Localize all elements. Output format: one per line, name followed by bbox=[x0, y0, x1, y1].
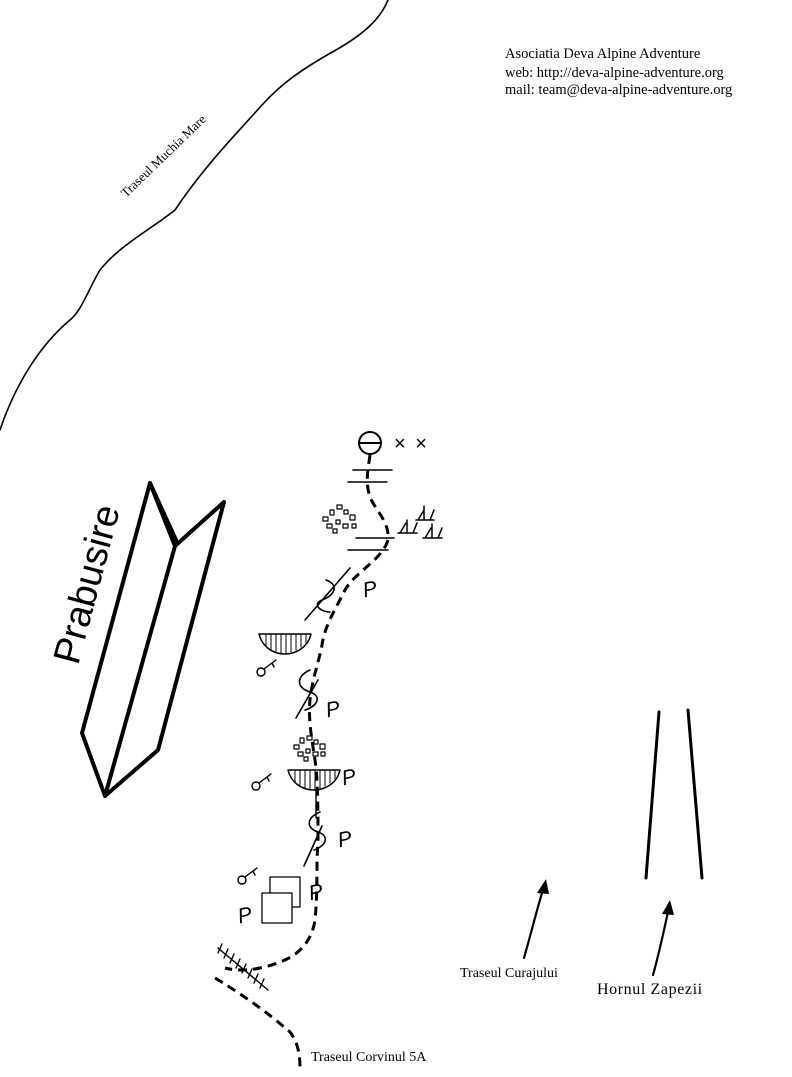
ledge-marks-middle bbox=[347, 537, 395, 551]
overhang-lower bbox=[287, 769, 341, 791]
overhang-upper bbox=[258, 633, 312, 655]
crux-zigzag-upper bbox=[304, 567, 351, 621]
anchor-marks: × × bbox=[394, 433, 429, 455]
corvinul-route-label: Traseul Corvinul 5A bbox=[311, 1050, 427, 1065]
crux-zigzag-lower bbox=[303, 811, 326, 867]
prabusire-collapse-block bbox=[80, 481, 226, 798]
piton-icon: P bbox=[361, 577, 379, 602]
scree-rocks-lower bbox=[293, 735, 326, 762]
piton-icon: P bbox=[324, 697, 342, 722]
start-ledge-hatched bbox=[217, 943, 269, 991]
prabusire-label: Prabusire bbox=[46, 500, 129, 668]
piton-icon: P bbox=[307, 880, 325, 905]
website-text: web: http://deva-alpine-adventure.org bbox=[505, 65, 724, 81]
organization-name: Asociatia Deva Alpine Adventure bbox=[505, 46, 700, 62]
scree-rocks-upper bbox=[322, 504, 357, 534]
bolt-key-icon bbox=[237, 867, 258, 885]
curajului-label: Traseul Curajului bbox=[460, 966, 558, 981]
crux-zigzag-middle bbox=[295, 669, 319, 719]
hornul-zapezii-direction-arrow bbox=[651, 900, 674, 977]
bolt-key-icon bbox=[256, 659, 277, 677]
muchia-mare-label: Traseul Muchia Mare bbox=[118, 111, 209, 200]
muchia-mare-ridge-line bbox=[0, 0, 389, 431]
piton-icon: P bbox=[336, 827, 354, 852]
piton-icon: P bbox=[340, 765, 358, 790]
bolt-key-icon bbox=[251, 773, 272, 791]
hornul-zapezii-label: Hornul Zapezii bbox=[597, 981, 703, 998]
slab-blocks bbox=[261, 876, 301, 924]
mail-text: mail: team@deva-alpine-adventure.org bbox=[505, 82, 732, 98]
hornul-zapezii-chimney bbox=[644, 708, 704, 880]
piton-icon: P bbox=[236, 903, 254, 928]
header-block: Asociatia Deva Alpine Adventure web: htt… bbox=[505, 46, 732, 98]
belay-station-top bbox=[358, 431, 382, 455]
route-path-approach bbox=[214, 976, 302, 1069]
curajului-direction-arrow bbox=[522, 879, 549, 960]
vegetation-grass-icon bbox=[397, 505, 443, 539]
ledge-marks-upper bbox=[347, 469, 393, 483]
route-path-corvinul bbox=[224, 454, 390, 972]
